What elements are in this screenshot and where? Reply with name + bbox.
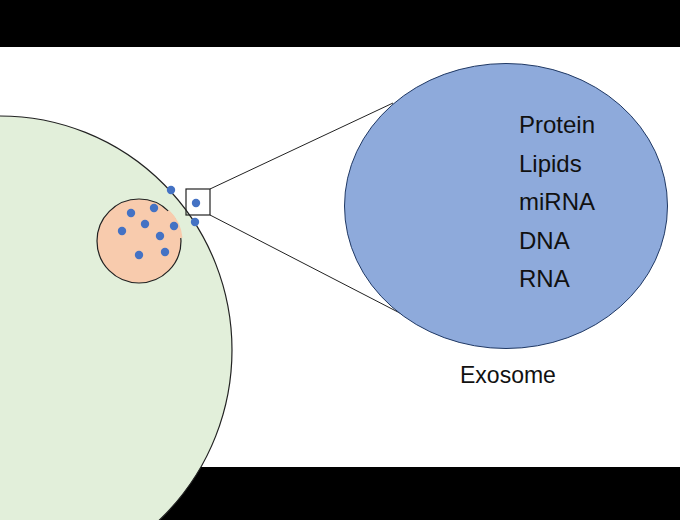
content-item: miRNA — [519, 183, 595, 222]
ellipse-outline — [344, 63, 668, 349]
content-item: RNA — [519, 260, 595, 299]
exosome-dots — [118, 186, 200, 259]
content-item: DNA — [519, 222, 595, 261]
content-item: Protein — [519, 106, 595, 145]
vesicle-opening — [168, 211, 181, 238]
exosome-ellipse: ProteinLipidsmiRNADNARNAExosome — [344, 63, 668, 349]
top-bar — [0, 0, 680, 47]
budding-vesicle — [97, 199, 181, 283]
zoom-box — [186, 189, 210, 215]
exosome-label: Exosome — [460, 361, 556, 389]
cell-body — [0, 116, 232, 520]
content-item: Lipids — [519, 145, 595, 184]
